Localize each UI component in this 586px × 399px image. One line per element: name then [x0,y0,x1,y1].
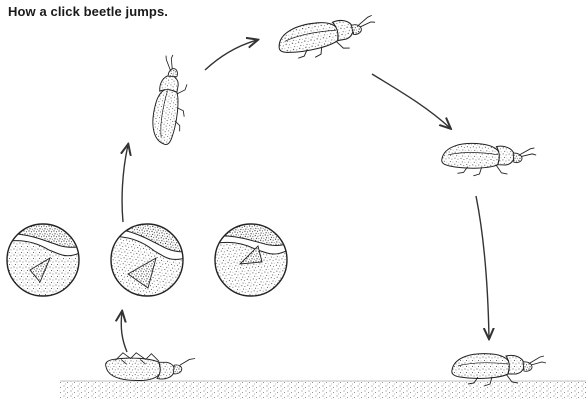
joint-closeup-1 [3,220,83,300]
beetle-apex-stage [276,13,379,64]
arrow-launch-to-apex [205,40,257,70]
beetle-falling-stage [441,142,536,178]
joint-closeup-2 [102,215,192,305]
arrow-apex-to-descent [372,74,450,128]
joint-closeup-3 [208,217,293,302]
ground-surface [60,381,586,399]
arrow-ground-to-closeup [121,312,127,352]
arrow-descent-to-landing [476,196,489,338]
arrow-closeup-to-launch [122,145,128,222]
beetle-launch-stage [149,53,195,146]
beetle-on-back-stage [106,353,195,381]
